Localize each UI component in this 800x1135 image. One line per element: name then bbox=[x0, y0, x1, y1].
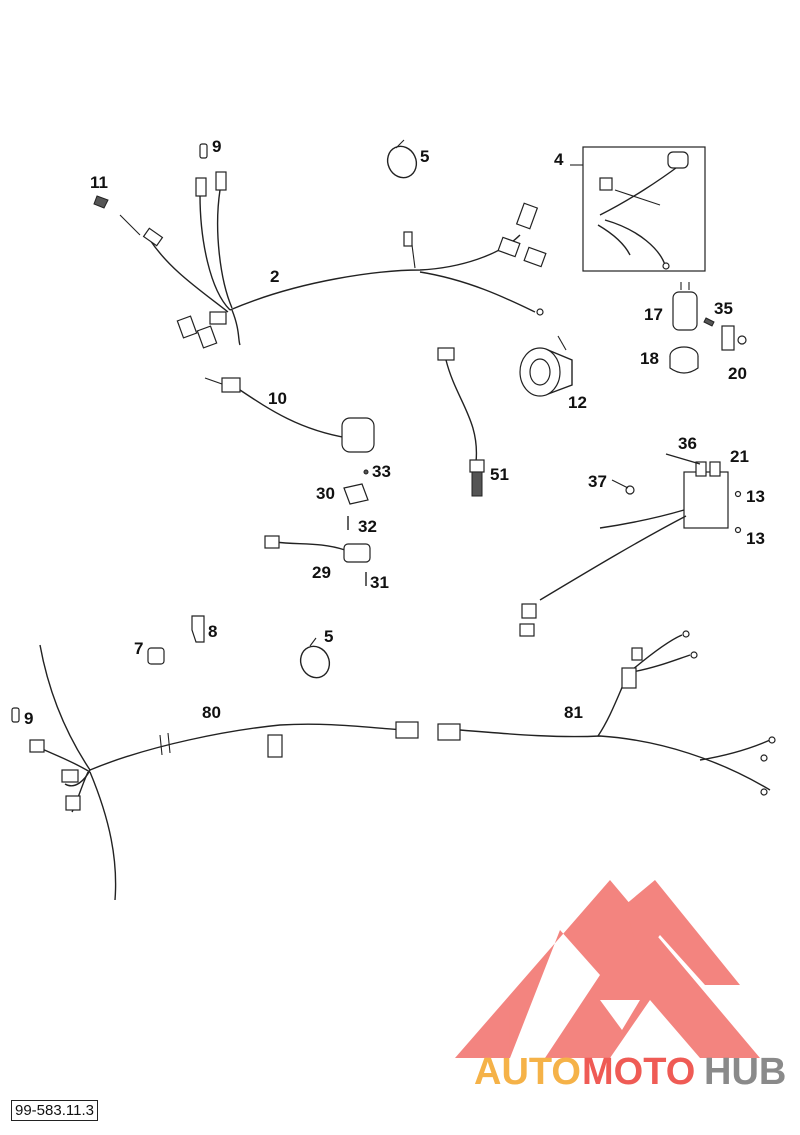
callout-81: 81 bbox=[564, 703, 583, 722]
callout-7: 7 bbox=[134, 639, 143, 658]
callout-51: 51 bbox=[490, 465, 509, 484]
callout-12: 12 bbox=[568, 393, 587, 412]
cable-assembly-4: 4 bbox=[554, 146, 706, 272]
callout-8: 8 bbox=[208, 622, 217, 641]
main-harness-2: 2 bbox=[119, 171, 547, 349]
callout-9-bottom: 9 bbox=[24, 709, 33, 728]
callout-36: 36 bbox=[678, 434, 697, 453]
callout-13-a: 13 bbox=[746, 487, 765, 506]
switch-10: 10 bbox=[204, 377, 375, 453]
callout-80: 80 bbox=[202, 703, 221, 722]
terminal-9-top: 9 bbox=[199, 137, 221, 159]
document-id: 99-583.11.3 bbox=[11, 1100, 98, 1121]
callout-37: 37 bbox=[588, 472, 607, 491]
watermark-part3: HUB bbox=[704, 1051, 786, 1093]
regulator-21: 36 21 13 13 37 bbox=[519, 434, 765, 637]
callout-18: 18 bbox=[640, 349, 659, 368]
callout-13-b: 13 bbox=[746, 529, 765, 548]
watermark-text: AUTO MOTO HUB bbox=[474, 1051, 786, 1093]
callout-2: 2 bbox=[270, 267, 279, 286]
callout-35: 35 bbox=[714, 299, 733, 318]
callout-30: 30 bbox=[316, 484, 335, 503]
callout-33: 33 bbox=[372, 462, 391, 481]
callout-5-bottom: 5 bbox=[324, 627, 333, 646]
callout-17: 17 bbox=[644, 305, 663, 324]
capacitor-group: 17 18 35 20 bbox=[640, 282, 747, 383]
harness-80: 9 80 bbox=[11, 644, 419, 901]
callout-9-top: 9 bbox=[212, 137, 221, 156]
callout-11: 11 bbox=[90, 173, 108, 192]
horn-12: 12 bbox=[519, 335, 587, 412]
watermark-part2: MOTO bbox=[582, 1051, 695, 1093]
sensor-51: 51 bbox=[437, 347, 509, 497]
switch-parts-29-33: 33 30 32 29 31 bbox=[264, 462, 391, 592]
callout-10: 10 bbox=[268, 389, 287, 408]
bulb-11: 11 bbox=[90, 173, 109, 209]
callout-5-top: 5 bbox=[420, 147, 429, 166]
callout-29: 29 bbox=[312, 563, 331, 582]
callout-4: 4 bbox=[554, 150, 564, 169]
callout-31: 31 bbox=[370, 573, 389, 592]
callout-20: 20 bbox=[728, 364, 747, 383]
cable-strap-5-top: 5 bbox=[386, 139, 429, 179]
harness-81: 81 bbox=[437, 630, 776, 796]
watermark-logo bbox=[455, 880, 760, 1058]
cable-strap-5-bottom: 5 bbox=[299, 627, 333, 679]
watermark-part1: AUTO bbox=[474, 1051, 581, 1093]
bracket-8: 8 bbox=[191, 615, 217, 643]
relay-7: 7 bbox=[134, 639, 165, 665]
callout-32: 32 bbox=[358, 517, 377, 536]
callout-21: 21 bbox=[730, 447, 749, 466]
